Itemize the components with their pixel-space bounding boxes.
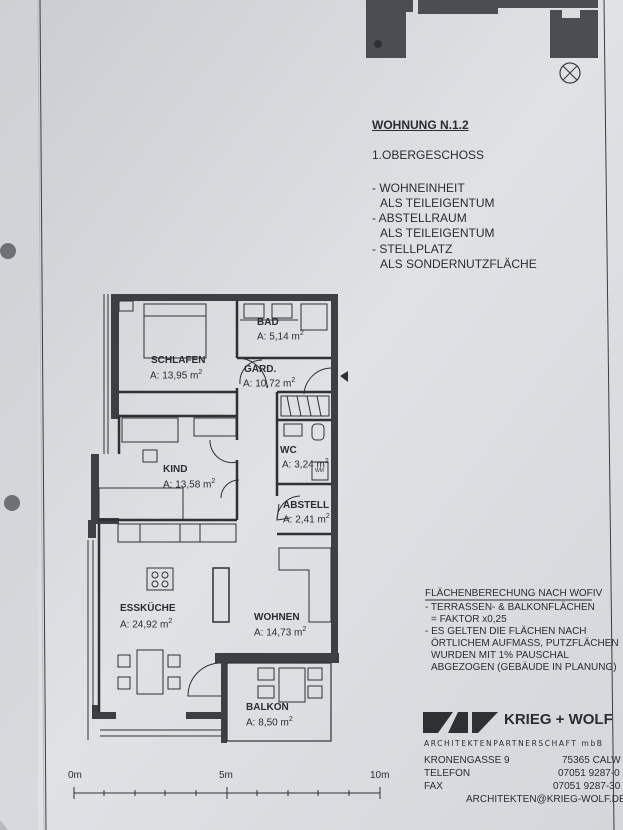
sheet-frame-left [39,0,47,830]
company-address: KRONENGASSE 9 [424,755,510,766]
washing-machine-label: WM [315,468,324,474]
room-area: A: 13,58 m2 [163,478,216,491]
room-name: ABSTELL [283,500,330,511]
room-name: ESSKÜCHE [120,603,176,614]
notes-title: FLÄCHENBERECHUNG NACH WOFIV [425,588,603,599]
telephone-number: 07051 9287-0 [558,768,620,779]
header-item: - ABSTELLRAUM [372,211,467,225]
room-area: A: 5,14 m2 [257,330,304,343]
krieg-wolf-logo-icon [423,712,498,733]
wall [215,653,339,663]
room-area: A: 24,92 m2 [120,618,173,631]
room-name: BAD [257,317,279,328]
fax-label: FAX [424,781,443,792]
room-area: A: 2,41 m2 [283,513,330,526]
room-name: GARD. [244,364,277,375]
room-name: BALKON [246,702,289,713]
wall [111,294,337,301]
wall [331,294,338,656]
company-subtitle: ARCHITEKTENPARTNERSCHAFT mbB [424,739,604,748]
company-name: KRIEG + WOLF [504,711,613,728]
apartment-title: WOHNUNG N.1.2 [372,118,469,132]
header-item: ALS TEILEIGENTUM [380,226,495,240]
notes-line: ÖRTLICHEM AUFMASS, PUTZFLÄCHEN [431,638,619,649]
sheet-frame-right [603,0,615,830]
room-area: A: 14,73 m2 [254,626,307,639]
paper-fold-line [37,0,45,830]
room-name: KIND [163,464,188,475]
site-plan-fragment [366,0,598,58]
punch-hole [0,243,16,259]
wall [88,520,96,538]
room-area: A: 10,72 m2 [243,377,296,390]
floor-label: 1.OBERGESCHOSS [372,148,485,162]
company-email: ARCHITEKTEN@KRIEG-WOLF.DE [466,794,623,805]
wall [221,653,227,743]
binder-strip [0,0,38,830]
room-area: A: 13,95 m2 [150,369,203,382]
notes-line: - ES GELTEN DIE FLÄCHEN NACH [425,626,587,637]
fax-number: 07051 9287-30 [553,781,621,792]
scale-bar [73,787,381,799]
north-arrow-icon [559,62,581,84]
header-item: ALS TEILEIGENTUM [380,196,495,210]
wall [186,712,226,719]
notes-line: = FAKTOR x0,25 [431,614,507,625]
room-name: SCHLAFEN [151,355,206,366]
header-item: ALS SONDERNUTZFLÄCHE [380,257,537,271]
wall [94,712,116,719]
room-name: WC [280,445,297,456]
header-item: - STELLPLATZ [372,242,453,256]
room-name: WOHNEN [254,612,300,623]
floor-plan [87,294,339,743]
telephone-label: TELEFON [424,768,471,779]
notes-line: - TERRASSEN- & BALKONFLÄCHEN [425,602,595,613]
wall [111,294,119,419]
scale-label: 5m [219,770,233,781]
room-area: A: 3,24 m2 [282,458,329,471]
wall [92,705,100,719]
notes-line: WURDEN MIT 1% PAUSCHAL [431,650,569,661]
notes-line: ABGEZOGEN (GEBÄUDE IN PLANUNG) [431,662,617,673]
punch-hole [4,495,20,511]
header-item: - WOHNEINHEIT [372,181,465,195]
entrance-arrow-icon [340,371,348,382]
wall [91,454,99,524]
company-city: 75365 CALW [562,755,621,766]
scale-label: 0m [68,770,82,781]
room-area: A: 8,50 m2 [246,716,293,729]
scale-label: 10m [370,770,390,781]
